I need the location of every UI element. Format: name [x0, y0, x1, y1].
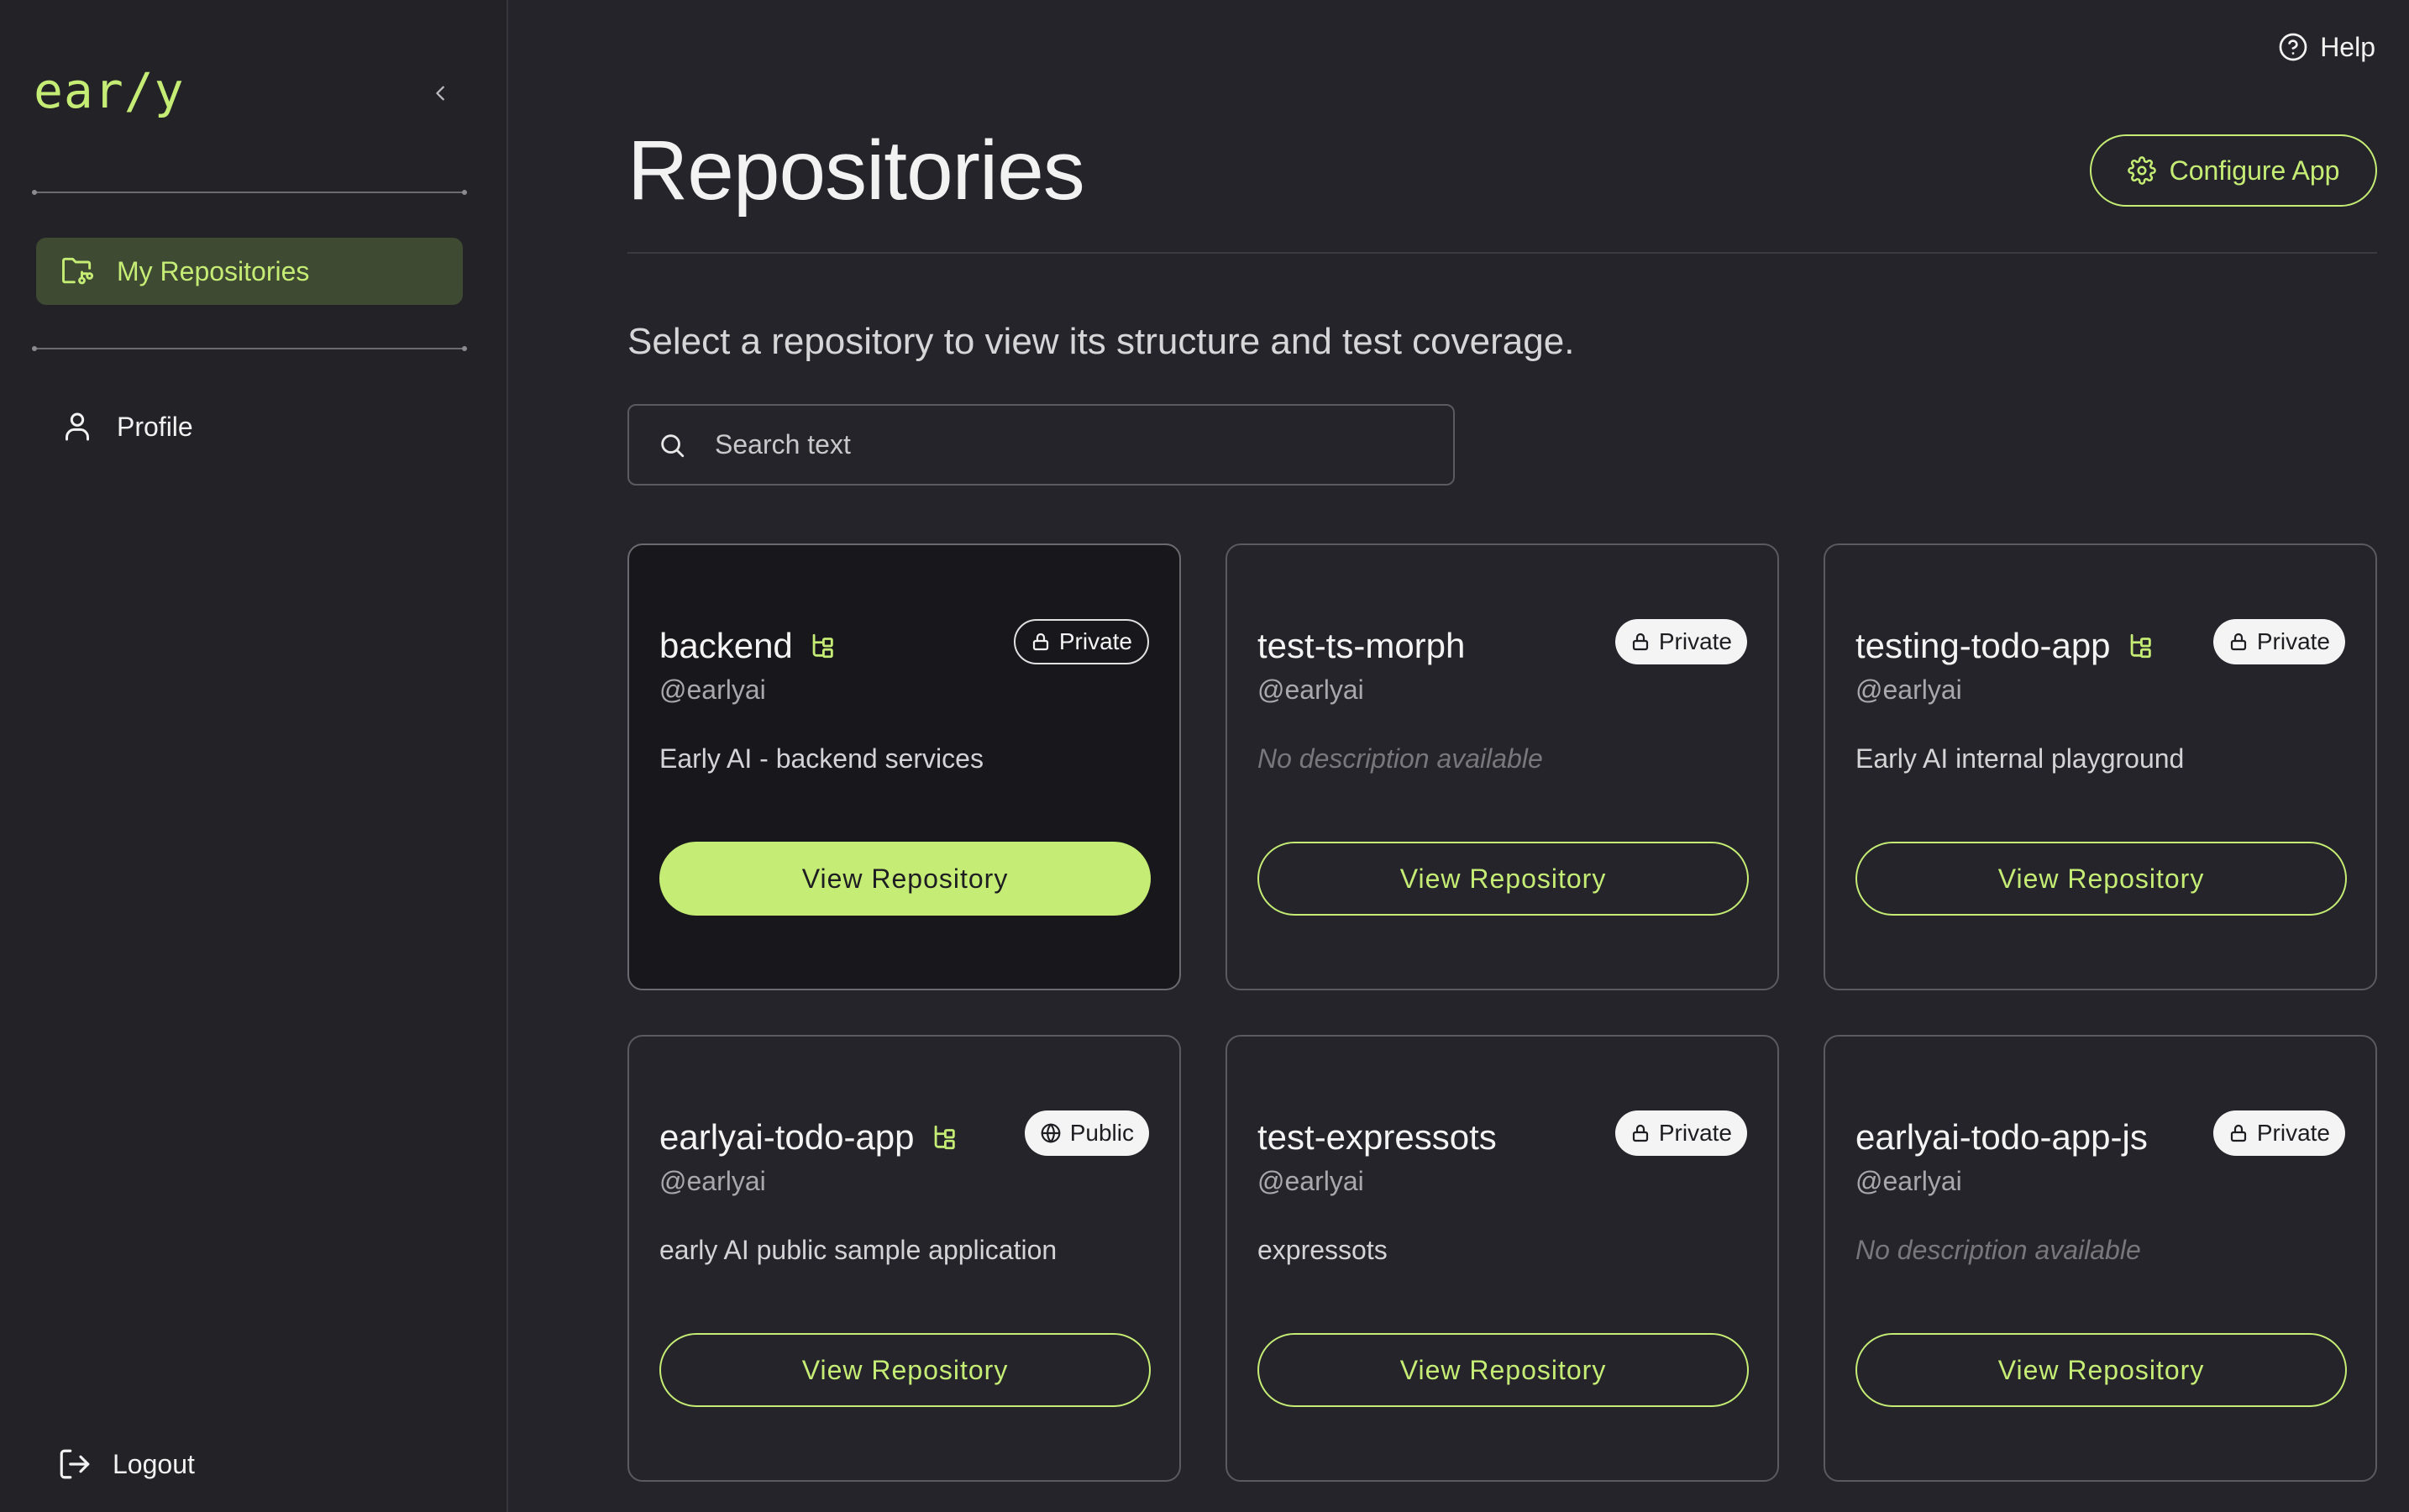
repository-name-text: testing-todo-app — [1855, 626, 2111, 665]
visibility-badge: Private — [1614, 619, 1747, 664]
repository-name-text: earlyai-todo-app — [659, 1117, 915, 1157]
repository-owner: @earlyai — [1257, 675, 1364, 705]
lock-icon — [1630, 1123, 1651, 1143]
visibility-badge: Private — [2212, 619, 2345, 664]
repository-card[interactable]: earlyai-todo-app-js Private @earlyai No … — [1824, 1035, 2377, 1482]
repository-card[interactable]: testing-todo-app Private @earlyai Early … — [1824, 543, 2377, 990]
sidebar-item-label: Profile — [117, 411, 193, 442]
repository-name-text: test-ts-morph — [1257, 626, 1466, 665]
repository-card[interactable]: test-ts-morph Private @earlyai No descri… — [1225, 543, 1779, 990]
repository-grid: backend Private @earlyai Early AI - back… — [627, 543, 2378, 1482]
view-repository-button[interactable]: View Repository — [1855, 842, 2347, 916]
help-label: Help — [2320, 31, 2375, 62]
view-repository-button[interactable]: View Repository — [1855, 1333, 2347, 1407]
repository-name: test-ts-morph — [1257, 626, 1465, 666]
logout-icon — [60, 1449, 90, 1479]
folder-structure-icon — [2126, 632, 2154, 660]
user-icon — [58, 407, 97, 446]
chevron-left-icon — [436, 86, 444, 101]
visibility-badge: Private — [2212, 1110, 2345, 1156]
visibility-badge: Private — [1013, 619, 1149, 664]
configure-app-button[interactable]: Configure App — [2090, 134, 2377, 207]
repository-card[interactable]: backend Private @earlyai Early AI - back… — [627, 543, 1181, 990]
visibility-label: Private — [1058, 628, 1132, 654]
collapse-sidebar-button[interactable] — [425, 77, 457, 109]
repository-name-text: backend — [659, 626, 793, 665]
repository-card[interactable]: earlyai-todo-app Public @earlyai early A… — [627, 1035, 1181, 1482]
view-repository-button[interactable]: View Repository — [1257, 1333, 1749, 1407]
view-repository-button[interactable]: View Repository — [659, 842, 1151, 916]
sidebar-item-my-repositories[interactable]: My Repositories — [36, 238, 463, 305]
lock-icon — [2228, 1123, 2249, 1143]
folder-structure-icon — [808, 632, 837, 660]
repository-name: earlyai-todo-app — [659, 1117, 958, 1158]
visibility-badge: Public — [1024, 1110, 1149, 1156]
visibility-label: Private — [1658, 1120, 1732, 1146]
page-title: Repositories — [627, 123, 1085, 218]
repository-description: early AI public sample application — [659, 1235, 1058, 1265]
help-link[interactable]: Help — [2278, 29, 2375, 66]
lock-icon — [1031, 632, 1051, 652]
sidebar: ear/y My Repositories Profile Logout — [0, 0, 508, 1512]
logout-label: Logout — [113, 1448, 195, 1479]
visibility-label: Private — [1658, 628, 1732, 654]
repository-name-text: earlyai-todo-app-js — [1855, 1117, 2148, 1157]
title-divider — [627, 252, 2377, 254]
repository-name: test-expressots — [1257, 1117, 1497, 1158]
lock-icon — [1630, 632, 1651, 652]
folder-tree-icon — [58, 252, 97, 291]
app-logo: ear/y — [34, 62, 185, 119]
gear-icon — [2127, 156, 2156, 185]
repository-owner: @earlyai — [1855, 1166, 1962, 1196]
repository-description: No description available — [1855, 1235, 2141, 1265]
repository-card[interactable]: test-expressots Private @earlyai express… — [1225, 1035, 1779, 1482]
repository-owner: @earlyai — [659, 1166, 766, 1196]
search-icon — [661, 433, 685, 457]
sidebar-divider — [32, 346, 467, 351]
sidebar-divider — [32, 190, 467, 195]
visibility-label: Private — [2256, 1120, 2330, 1146]
view-repository-button[interactable]: View Repository — [659, 1333, 1151, 1407]
help-circle-icon — [2279, 33, 2307, 61]
repository-name: testing-todo-app — [1855, 626, 2154, 666]
visibility-label: Public — [1069, 1120, 1134, 1146]
repository-description: Early AI internal playground — [1855, 743, 2185, 774]
page-subtitle: Select a repository to view its structur… — [627, 321, 1575, 362]
repository-name: backend — [659, 626, 837, 666]
lock-icon — [2228, 632, 2249, 652]
repository-description: expressots — [1257, 1235, 1388, 1265]
repository-owner: @earlyai — [1257, 1166, 1364, 1196]
visibility-label: Private — [2256, 628, 2330, 654]
sidebar-item-profile[interactable]: Profile — [36, 393, 463, 460]
repository-owner: @earlyai — [659, 675, 766, 705]
repository-name: earlyai-todo-app-js — [1855, 1117, 2148, 1158]
visibility-badge: Private — [1614, 1110, 1747, 1156]
search-box — [627, 404, 1455, 486]
repository-description: Early AI - backend services — [659, 743, 984, 774]
search-input[interactable] — [715, 429, 1437, 460]
sidebar-item-label: My Repositories — [117, 255, 310, 286]
repository-description: No description available — [1257, 743, 1543, 774]
view-repository-button[interactable]: View Repository — [1257, 842, 1749, 916]
globe-icon — [1040, 1122, 1062, 1144]
repository-name-text: test-expressots — [1257, 1117, 1497, 1157]
configure-app-label: Configure App — [2169, 155, 2340, 186]
logout-button[interactable]: Logout — [57, 1446, 195, 1482]
folder-structure-icon — [930, 1123, 958, 1152]
repository-owner: @earlyai — [1855, 675, 1962, 705]
